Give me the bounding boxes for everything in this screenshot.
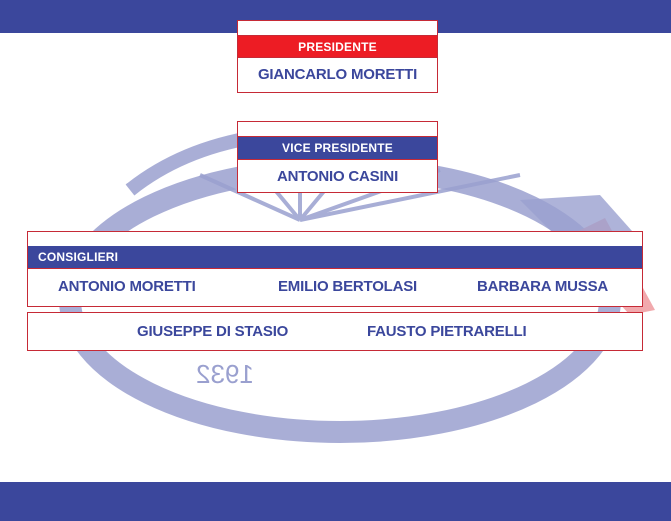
councillors-card: CONSIGLIERI ANTONIO MORETTI EMILIO BERTO… [27,231,643,307]
councillor-name: EMILIO BERTOLASI [278,278,418,295]
president-card: PRESIDENTE GIANCARLO MORETTI [237,20,438,93]
watermark-year: 1932 [196,359,254,389]
bottom-banner [0,482,671,521]
councillor-name: BARBARA MUSSA [477,278,609,295]
vice-president-card: VICE PRESIDENTE ANTONIO CASINI [237,121,438,193]
president-title: PRESIDENTE [238,36,437,58]
councillor-name: GIUSEPPE DI STASIO [137,323,289,340]
vice-president-name: ANTONIO CASINI [238,159,437,193]
president-name: GIANCARLO MORETTI [257,66,418,83]
councillors-title: CONSIGLIERI [28,246,642,268]
councillors-row-2: GIUSEPPE DI STASIO FAUSTO PIETRARELLI [27,312,643,351]
councillor-name: ANTONIO MORETTI [58,278,196,295]
councillors-row-1: ANTONIO MORETTI EMILIO BERTOLASI BARBARA… [28,268,642,306]
councillor-name: FAUSTO PIETRARELLI [367,323,527,340]
vice-president-title: VICE PRESIDENTE [238,137,437,159]
